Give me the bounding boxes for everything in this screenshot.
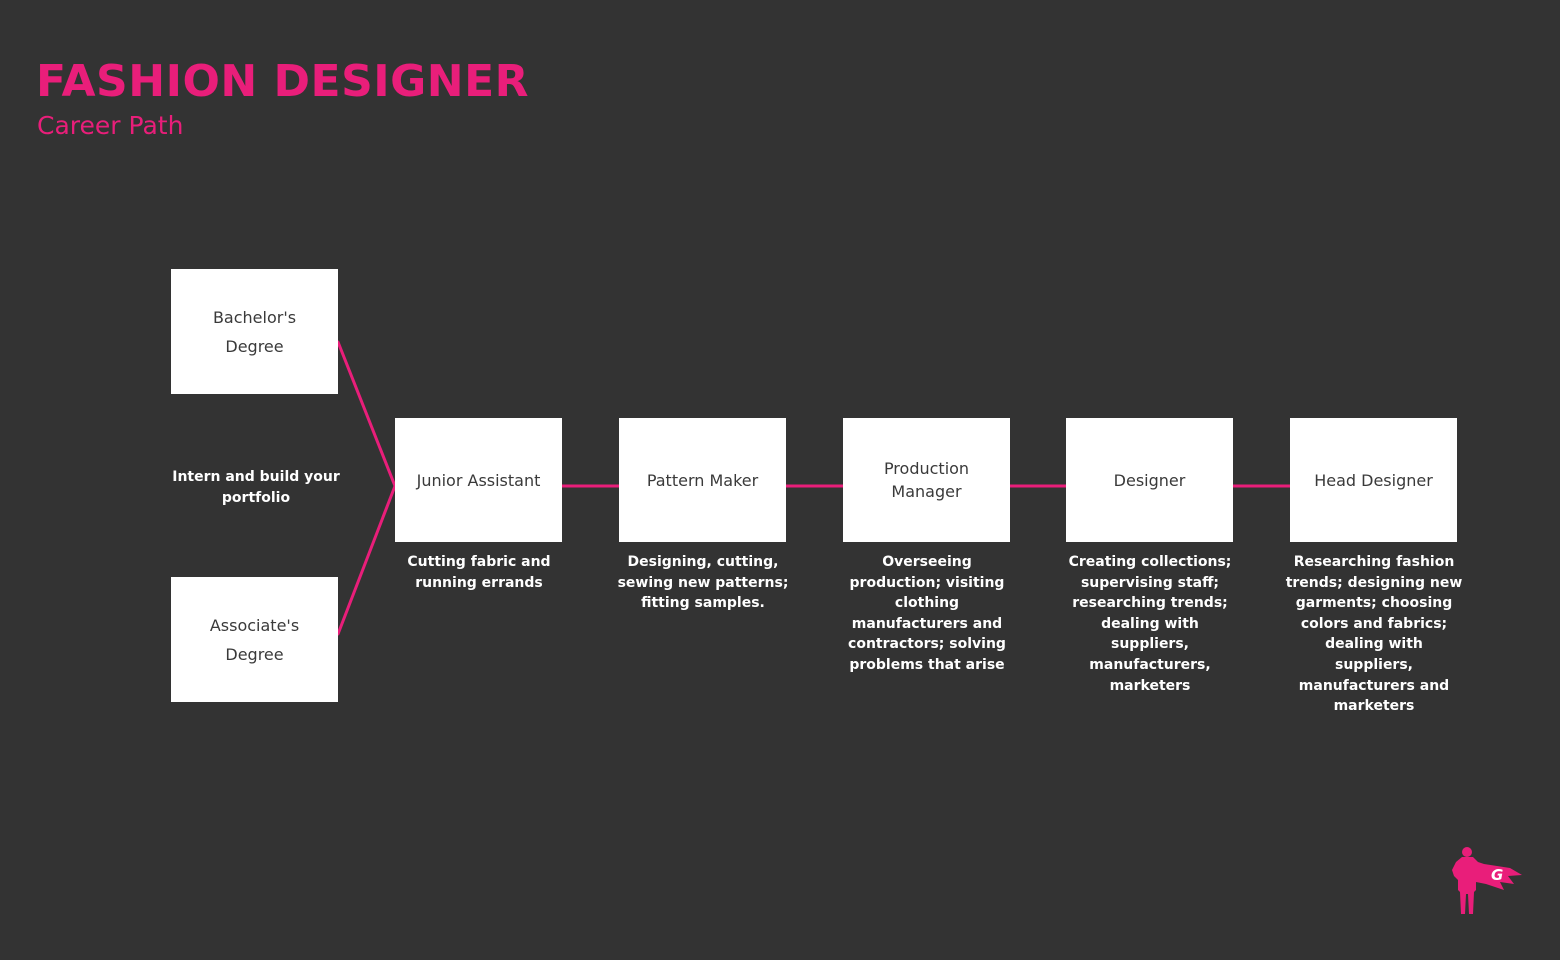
connector-associates-to-junior — [336, 484, 397, 636]
internship-note: Intern and build your portfolio — [172, 469, 340, 506]
step-box-production-manager: Production Manager — [843, 418, 1010, 542]
step-desc-head-designer: Researching fashion trends; designing ne… — [1285, 554, 1463, 715]
step-box-head-designer: Head Designer — [1290, 418, 1457, 542]
step-label-production-manager: Production Manager — [883, 459, 970, 501]
bachelors-degree-box: Bachelor's Degree — [171, 269, 338, 394]
associates-degree-label: Associate's Degree — [209, 615, 300, 664]
step-label-junior-assistant: Junior Assistant — [416, 470, 541, 490]
superhero-g-icon: G — [1452, 847, 1522, 914]
step-box-pattern-maker: Pattern Maker — [619, 418, 786, 542]
associates-degree-box: Associate's Degree — [171, 577, 338, 702]
step-desc-pattern-maker: Designing, cutting, sewing new patterns;… — [617, 554, 789, 612]
page-title: FASHION DESIGNER — [36, 56, 530, 107]
logo-letter: G — [1491, 866, 1503, 884]
step-desc-designer: Creating collections; supervising staff;… — [1068, 554, 1232, 694]
step-box-junior-assistant: Junior Assistant — [395, 418, 562, 542]
page-subtitle: Career Path — [37, 111, 184, 140]
step-label-head-designer: Head Designer — [1314, 470, 1433, 490]
step-box-designer: Designer — [1066, 418, 1233, 542]
connector-bachelors-to-junior — [336, 340, 397, 488]
step-label-pattern-maker: Pattern Maker — [646, 470, 759, 490]
bachelors-degree-label: Bachelor's Degree — [212, 307, 297, 356]
step-desc-junior-assistant: Cutting fabric and running errands — [407, 554, 551, 591]
step-desc-production-manager: Overseeing production; visiting clothing… — [848, 554, 1006, 673]
step-label-designer: Designer — [1113, 470, 1186, 490]
